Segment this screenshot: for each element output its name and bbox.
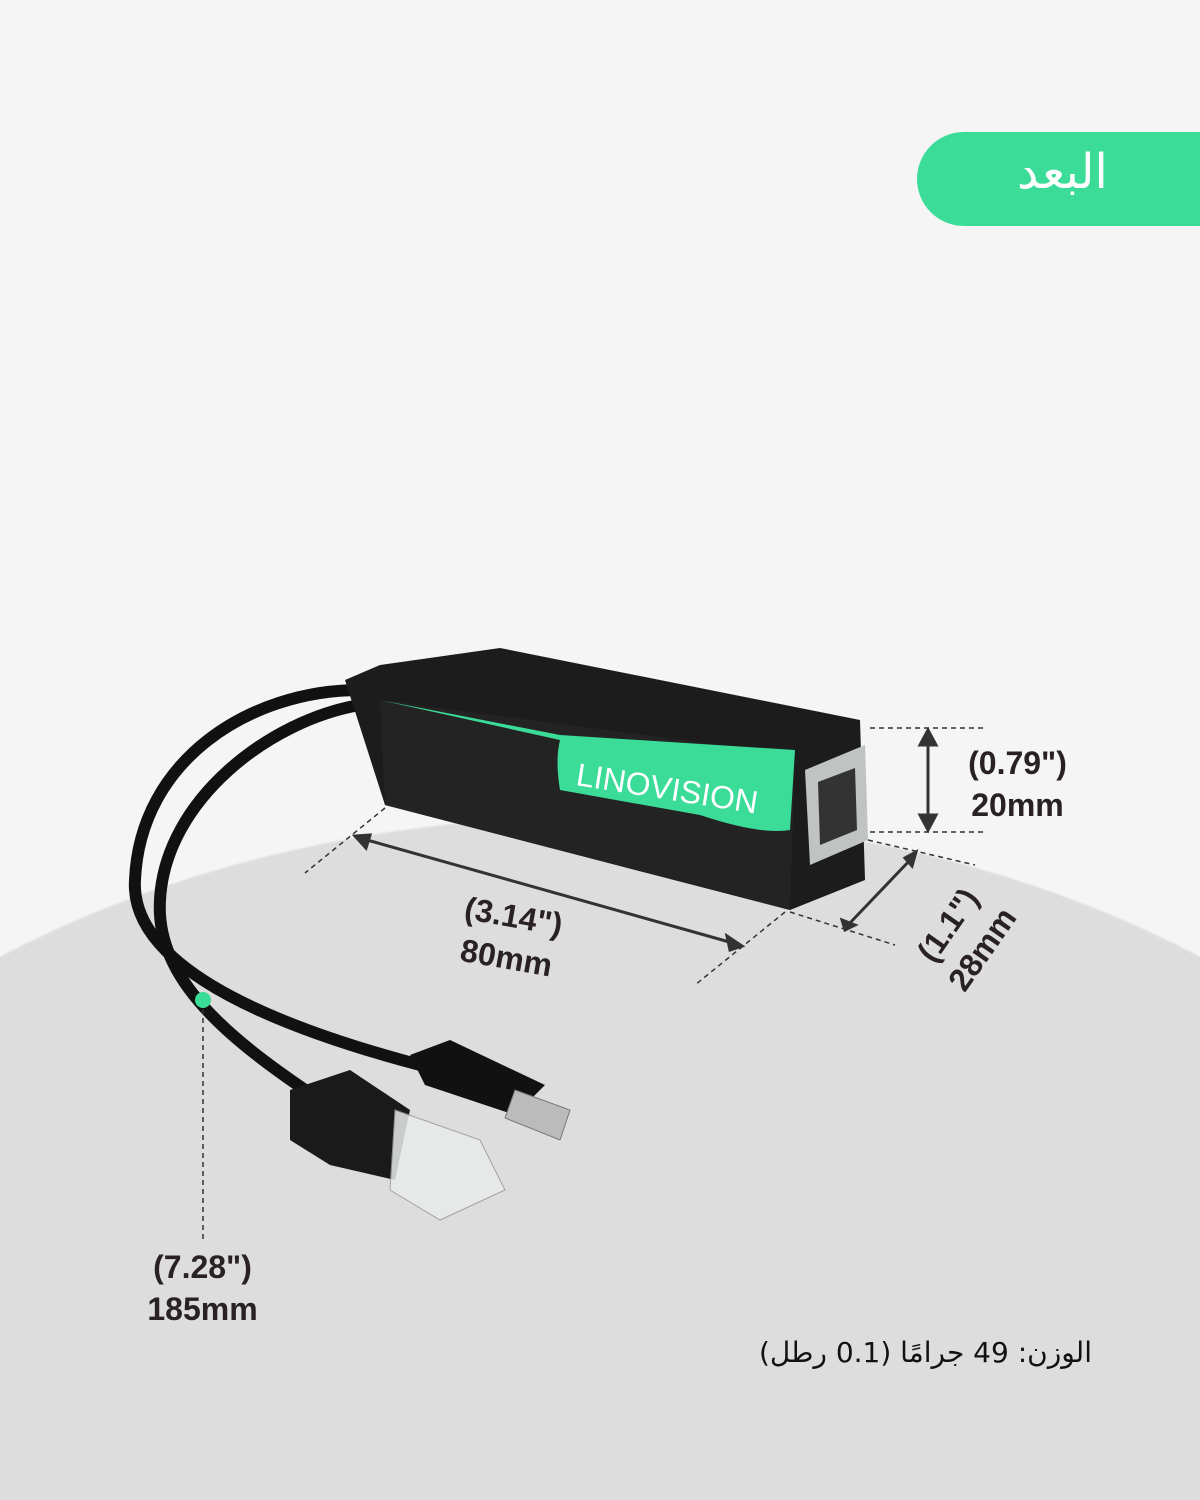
cable-length-dimension: (7.28") 185mm xyxy=(135,1246,270,1330)
weight-label: الوزن: 49 جرامًا (0.1 رطل) xyxy=(758,1336,1092,1369)
cable-mm: 185mm xyxy=(147,1291,258,1327)
ethernet-cable xyxy=(153,699,361,1105)
height-inch: (0.79") xyxy=(968,745,1067,781)
section-badge: البعد xyxy=(917,132,1200,226)
poe-splitter-body: LINOVISION xyxy=(345,648,868,910)
dimension-arrows xyxy=(351,726,939,952)
usb-cable xyxy=(128,684,422,1071)
height-mm: 20mm xyxy=(971,787,1064,823)
cable-marker xyxy=(195,992,211,1008)
cable-inch: (7.28") xyxy=(153,1249,252,1285)
badge-title: البعد xyxy=(1017,144,1108,200)
height-dimension: (0.79") 20mm xyxy=(955,742,1080,826)
usb-c-plug xyxy=(410,1040,571,1141)
green-stripe xyxy=(380,700,795,831)
rj45-plug xyxy=(290,1070,506,1221)
